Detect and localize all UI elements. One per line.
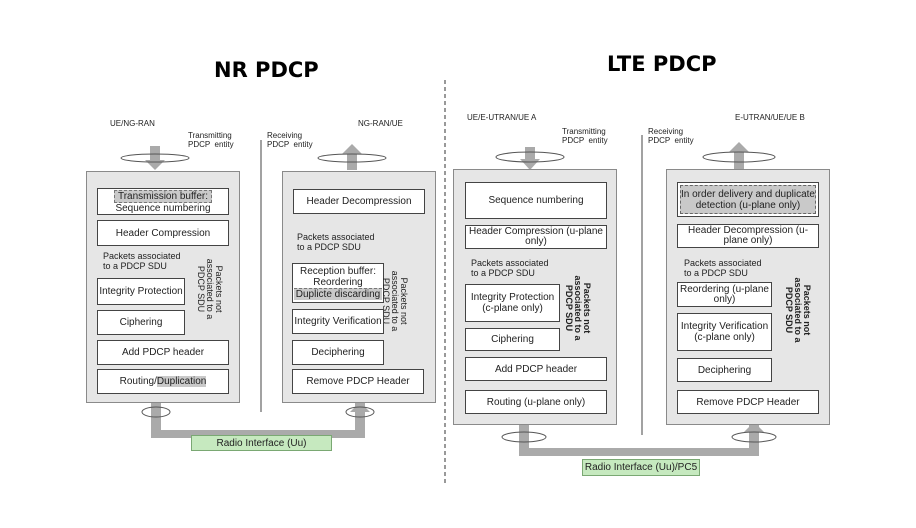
nr-integrity-verification-box: Integrity Verification [292, 309, 384, 334]
lte-rx-associated-label: Packets associated to a PDCP SDU [684, 258, 762, 278]
nr-transmission-buffer-box: Transmission buffer: Sequence numbering [97, 188, 229, 215]
nr-ciphering-box: Ciphering [97, 310, 185, 335]
nr-add-header-box: Add PDCP header [97, 340, 229, 365]
nr-ngran-label: NG-RAN/UE [358, 119, 403, 128]
nr-header-decompression-box: Header Decompression [293, 189, 425, 214]
lte-tx-bottom-sap [501, 431, 547, 443]
lte-sequence-numbering-box: Sequence numbering [465, 182, 607, 219]
lte-rx-not-associated-label: Packets not associated to a PDCP SDU [784, 277, 812, 343]
lte-ue-label: UE/E-UTRAN/UE A [467, 113, 537, 122]
nr-routing-box: Routing/Duplication [97, 369, 229, 394]
nr-tx-not-associated-label: Packets not associated to a PDCP SDU [196, 258, 224, 320]
nr-rx-associated-label: Packets associated to a PDCP SDU [297, 232, 375, 252]
lte-integrity-protection-box: Integrity Protection (c-plane only) [465, 284, 560, 322]
nr-radio-interface-label: Radio Interface (Uu) [191, 435, 332, 451]
lte-radio-interface-label: Radio Interface (Uu)/PC5 [582, 459, 700, 476]
nr-rx-top-sap [317, 153, 387, 163]
nr-tx-top-sap [120, 153, 190, 163]
lte-bottom-connector [519, 422, 764, 456]
lte-integrity-verification-box: Integrity Verification (c-plane only) [677, 313, 772, 351]
lte-tx-entity-label: Transmitting PDCP entity [562, 127, 608, 145]
nr-rx-not-associated-label: Packets not associated to a PDCP SDU [381, 270, 409, 332]
nr-integrity-protection-box: Integrity Protection [97, 278, 185, 305]
nr-tx-associated-label: Packets associated to a PDCP SDU [103, 251, 181, 271]
lte-title: LTE PDCP [607, 52, 717, 76]
lte-rx-entity-label: Receiving PDCP entity [648, 127, 694, 145]
lte-eutran-label: E-UTRAN/UE/UE B [735, 113, 805, 122]
lte-tx-top-arrow [520, 147, 540, 170]
lte-routing-box: Routing (u-plane only) [465, 390, 607, 414]
lte-in-order-delivery-label: In order delivery and duplicate detectio… [680, 185, 816, 214]
nr-transmission-buffer-label: Transmission buffer: [113, 189, 213, 203]
lte-deciphering-box: Deciphering [677, 358, 772, 382]
lte-in-order-delivery-box: In order delivery and duplicate detectio… [677, 182, 819, 217]
lte-rx-top-arrow [729, 142, 749, 170]
lte-tx-associated-label: Packets associated to a PDCP SDU [471, 258, 549, 278]
lte-header-compression-box: Header Compression (u-plane only) [465, 225, 607, 249]
nr-rx-entity-label: Receiving PDCP entity [267, 131, 313, 149]
lte-header-decompression-box: Header Decompression (u- plane only) [677, 224, 819, 248]
nr-tx-bottom-sap [141, 406, 171, 418]
nr-deciphering-box: Deciphering [292, 340, 384, 365]
nr-rx-bottom-sap [345, 406, 375, 418]
nr-tx-top-arrow [145, 146, 165, 170]
nr-tx-entity-label: Transmitting PDCP entity [188, 131, 234, 149]
lte-rx-top-sap [702, 151, 776, 163]
lte-reordering-box: Reordering (u-plane only) [677, 282, 772, 307]
nr-duplicate-discarding-label: Duplicte discarding [294, 288, 382, 300]
nr-reception-buffer-label: Reception buffer: [300, 266, 376, 277]
nr-rx-top-arrow [342, 144, 362, 170]
nr-header-compression-box: Header Compression [97, 220, 229, 246]
nr-reception-buffer-box: Reception buffer: Reordering Duplicte di… [292, 263, 384, 303]
nr-sequence-numbering-label: Sequence numbering [115, 202, 211, 214]
lte-tx-top-sap [495, 151, 565, 163]
lte-tx-not-associated-label: Packets not associated to a PDCP SDU [564, 275, 592, 341]
nr-reordering-label: Reordering [313, 277, 363, 288]
lte-rx-bottom-sap [731, 431, 777, 443]
nr-duplication-label: Duplication [156, 376, 207, 387]
nr-routing-label: Routing/ [119, 376, 157, 387]
nr-remove-header-box: Remove PDCP Header [292, 369, 424, 394]
lte-remove-header-box: Remove PDCP Header [677, 390, 819, 414]
lte-add-header-box: Add PDCP header [465, 357, 607, 381]
nr-ue-label: UE/NG-RAN [110, 119, 155, 128]
nr-title: NR PDCP [214, 58, 319, 82]
lte-ciphering-box: Ciphering [465, 328, 560, 351]
